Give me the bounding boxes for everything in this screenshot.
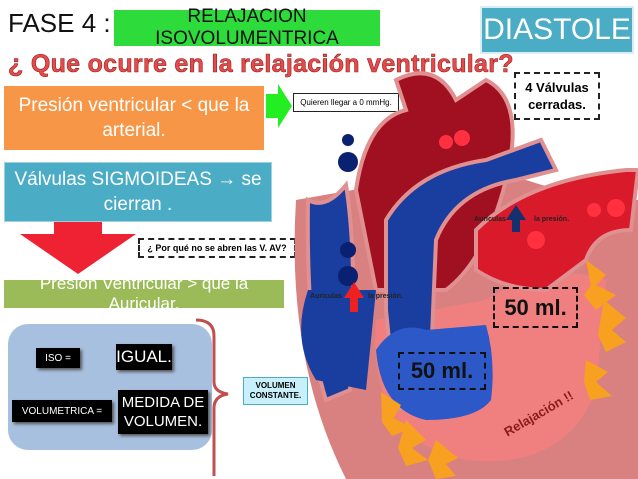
green-arrow-icon [266, 84, 292, 128]
volumetrica-label: VOLUMETRICA = [12, 400, 112, 422]
right-atrium-pressure: la presión. [368, 293, 404, 300]
left-atrium-label: Auriculas [474, 216, 506, 223]
down-arrow-icon [20, 222, 136, 274]
iso-meaning: IGUAL. [116, 344, 172, 370]
av-question: ¿ Por qué no se abren las V. AV? [138, 238, 296, 258]
left-ventricle-volume: 50 ml. [493, 287, 578, 328]
target-pressure-note: Quieren llegar a 0 mmHg. [293, 93, 399, 112]
phase-name: RELAJACION ISOVOLUMENTRICA [114, 6, 380, 49]
phase-prefix: FASE 4 : [8, 8, 111, 38]
sigmoid-valves-box: Válvulas SIGMOIDEAS → se cierran . [4, 162, 272, 222]
left-atrium-pressure: la presión. [534, 216, 570, 223]
iso-label: ISO = [36, 348, 80, 368]
right-ventricle-volume: 50 ml. [398, 352, 486, 390]
pressure-box: Presión ventricular < que la arterial. [4, 86, 264, 150]
heart-illustration [294, 71, 638, 479]
volumetrica-meaning: MEDIDA DE VOLUMEN. [118, 390, 208, 434]
ventricular-pressure-box: Presión Ventricular > que la Auricular. [4, 274, 284, 313]
right-atrium-label: Auriculas [310, 293, 342, 300]
diastole-badge: DIASTOLE [480, 6, 634, 54]
constant-volume-note: VOLUMEN CONSTANTE. [243, 377, 308, 405]
closed-valves-note: 4 Válvulas cerradas. [514, 72, 600, 120]
bracket-icon [195, 318, 229, 476]
